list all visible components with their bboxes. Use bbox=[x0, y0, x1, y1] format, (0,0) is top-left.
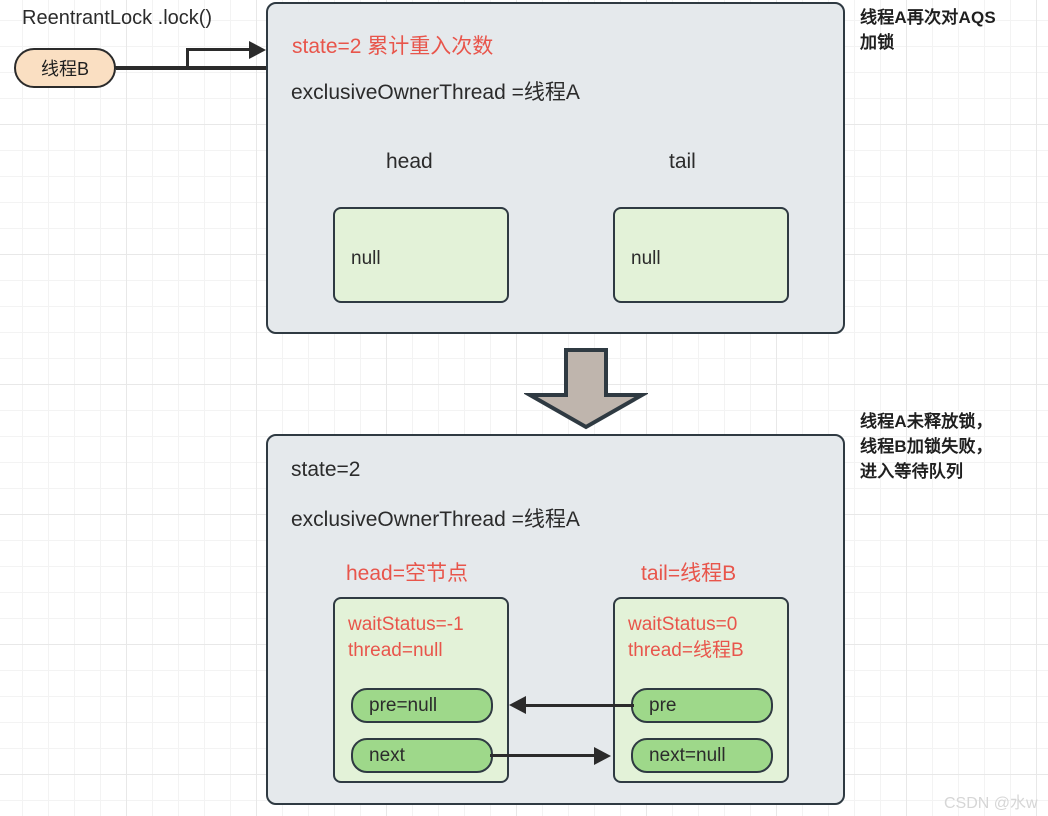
caller-arrowhead-shaft bbox=[186, 48, 252, 51]
annotation-top-line1: 线程A再次对AQS bbox=[860, 8, 996, 27]
head-node-thread: thread=null bbox=[348, 640, 443, 661]
csdn-watermark: CSDN @水w bbox=[944, 795, 1038, 812]
caller-step-riser bbox=[186, 48, 189, 68]
annotation-bottom-line1: 线程A未释放锁， bbox=[860, 412, 993, 431]
thread-b-pill: 线程B bbox=[14, 48, 116, 88]
annotation-bottom: 线程A未释放锁， 线程B加锁失败， 进入等待队列 bbox=[860, 409, 993, 484]
aqs-before-state-label: state=2 累计重入次数 bbox=[292, 35, 494, 58]
aqs-before-tail-label: tail bbox=[669, 150, 696, 173]
caller-line-lower bbox=[114, 66, 278, 69]
reentrantlock-method-label: ReentrantLock .lock() bbox=[22, 7, 213, 29]
aqs-before-head-label: head bbox=[386, 150, 433, 173]
pre-link-arrowhead bbox=[509, 696, 526, 714]
caller-lower-shaft bbox=[114, 66, 188, 69]
head-node-pre-field: pre=null bbox=[351, 688, 493, 723]
tail-node-pre-field: pre bbox=[631, 688, 773, 723]
aqs-after-state-label: state=2 bbox=[291, 458, 361, 481]
aqs-before-owner-label: exclusiveOwnerThread =线程A bbox=[291, 81, 580, 104]
tail-node-thread: thread=线程B bbox=[628, 640, 744, 661]
next-link-shaft bbox=[490, 754, 596, 757]
annotation-bottom-line2: 线程B加锁失败， bbox=[860, 437, 993, 456]
head-node-next-field: next bbox=[351, 738, 493, 773]
head-node-waitstatus: waitStatus=-1 bbox=[348, 614, 464, 635]
aqs-after-owner-label: exclusiveOwnerThread =线程A bbox=[291, 508, 580, 531]
aqs-before-head-box: null bbox=[333, 207, 509, 303]
next-link-arrowhead bbox=[594, 747, 611, 765]
aqs-before-tail-box: null bbox=[613, 207, 789, 303]
thread-b-label: 线程B bbox=[40, 59, 89, 79]
transition-down-arrow bbox=[524, 348, 648, 430]
annotation-top: 线程A再次对AQS 加锁 bbox=[860, 5, 996, 55]
annotation-top-line2: 加锁 bbox=[860, 33, 895, 52]
tail-node-waitstatus: waitStatus=0 bbox=[628, 614, 738, 635]
tail-node-next-field: next=null bbox=[631, 738, 773, 773]
caller-arrowhead bbox=[249, 41, 266, 59]
aqs-before-head-value: null bbox=[351, 248, 381, 269]
aqs-after-head-label: head=空节点 bbox=[346, 562, 468, 585]
aqs-after-tail-label: tail=线程B bbox=[641, 562, 737, 585]
aqs-before-tail-value: null bbox=[631, 248, 661, 269]
pre-link-shaft bbox=[526, 704, 634, 707]
annotation-bottom-line3: 进入等待队列 bbox=[860, 462, 964, 481]
